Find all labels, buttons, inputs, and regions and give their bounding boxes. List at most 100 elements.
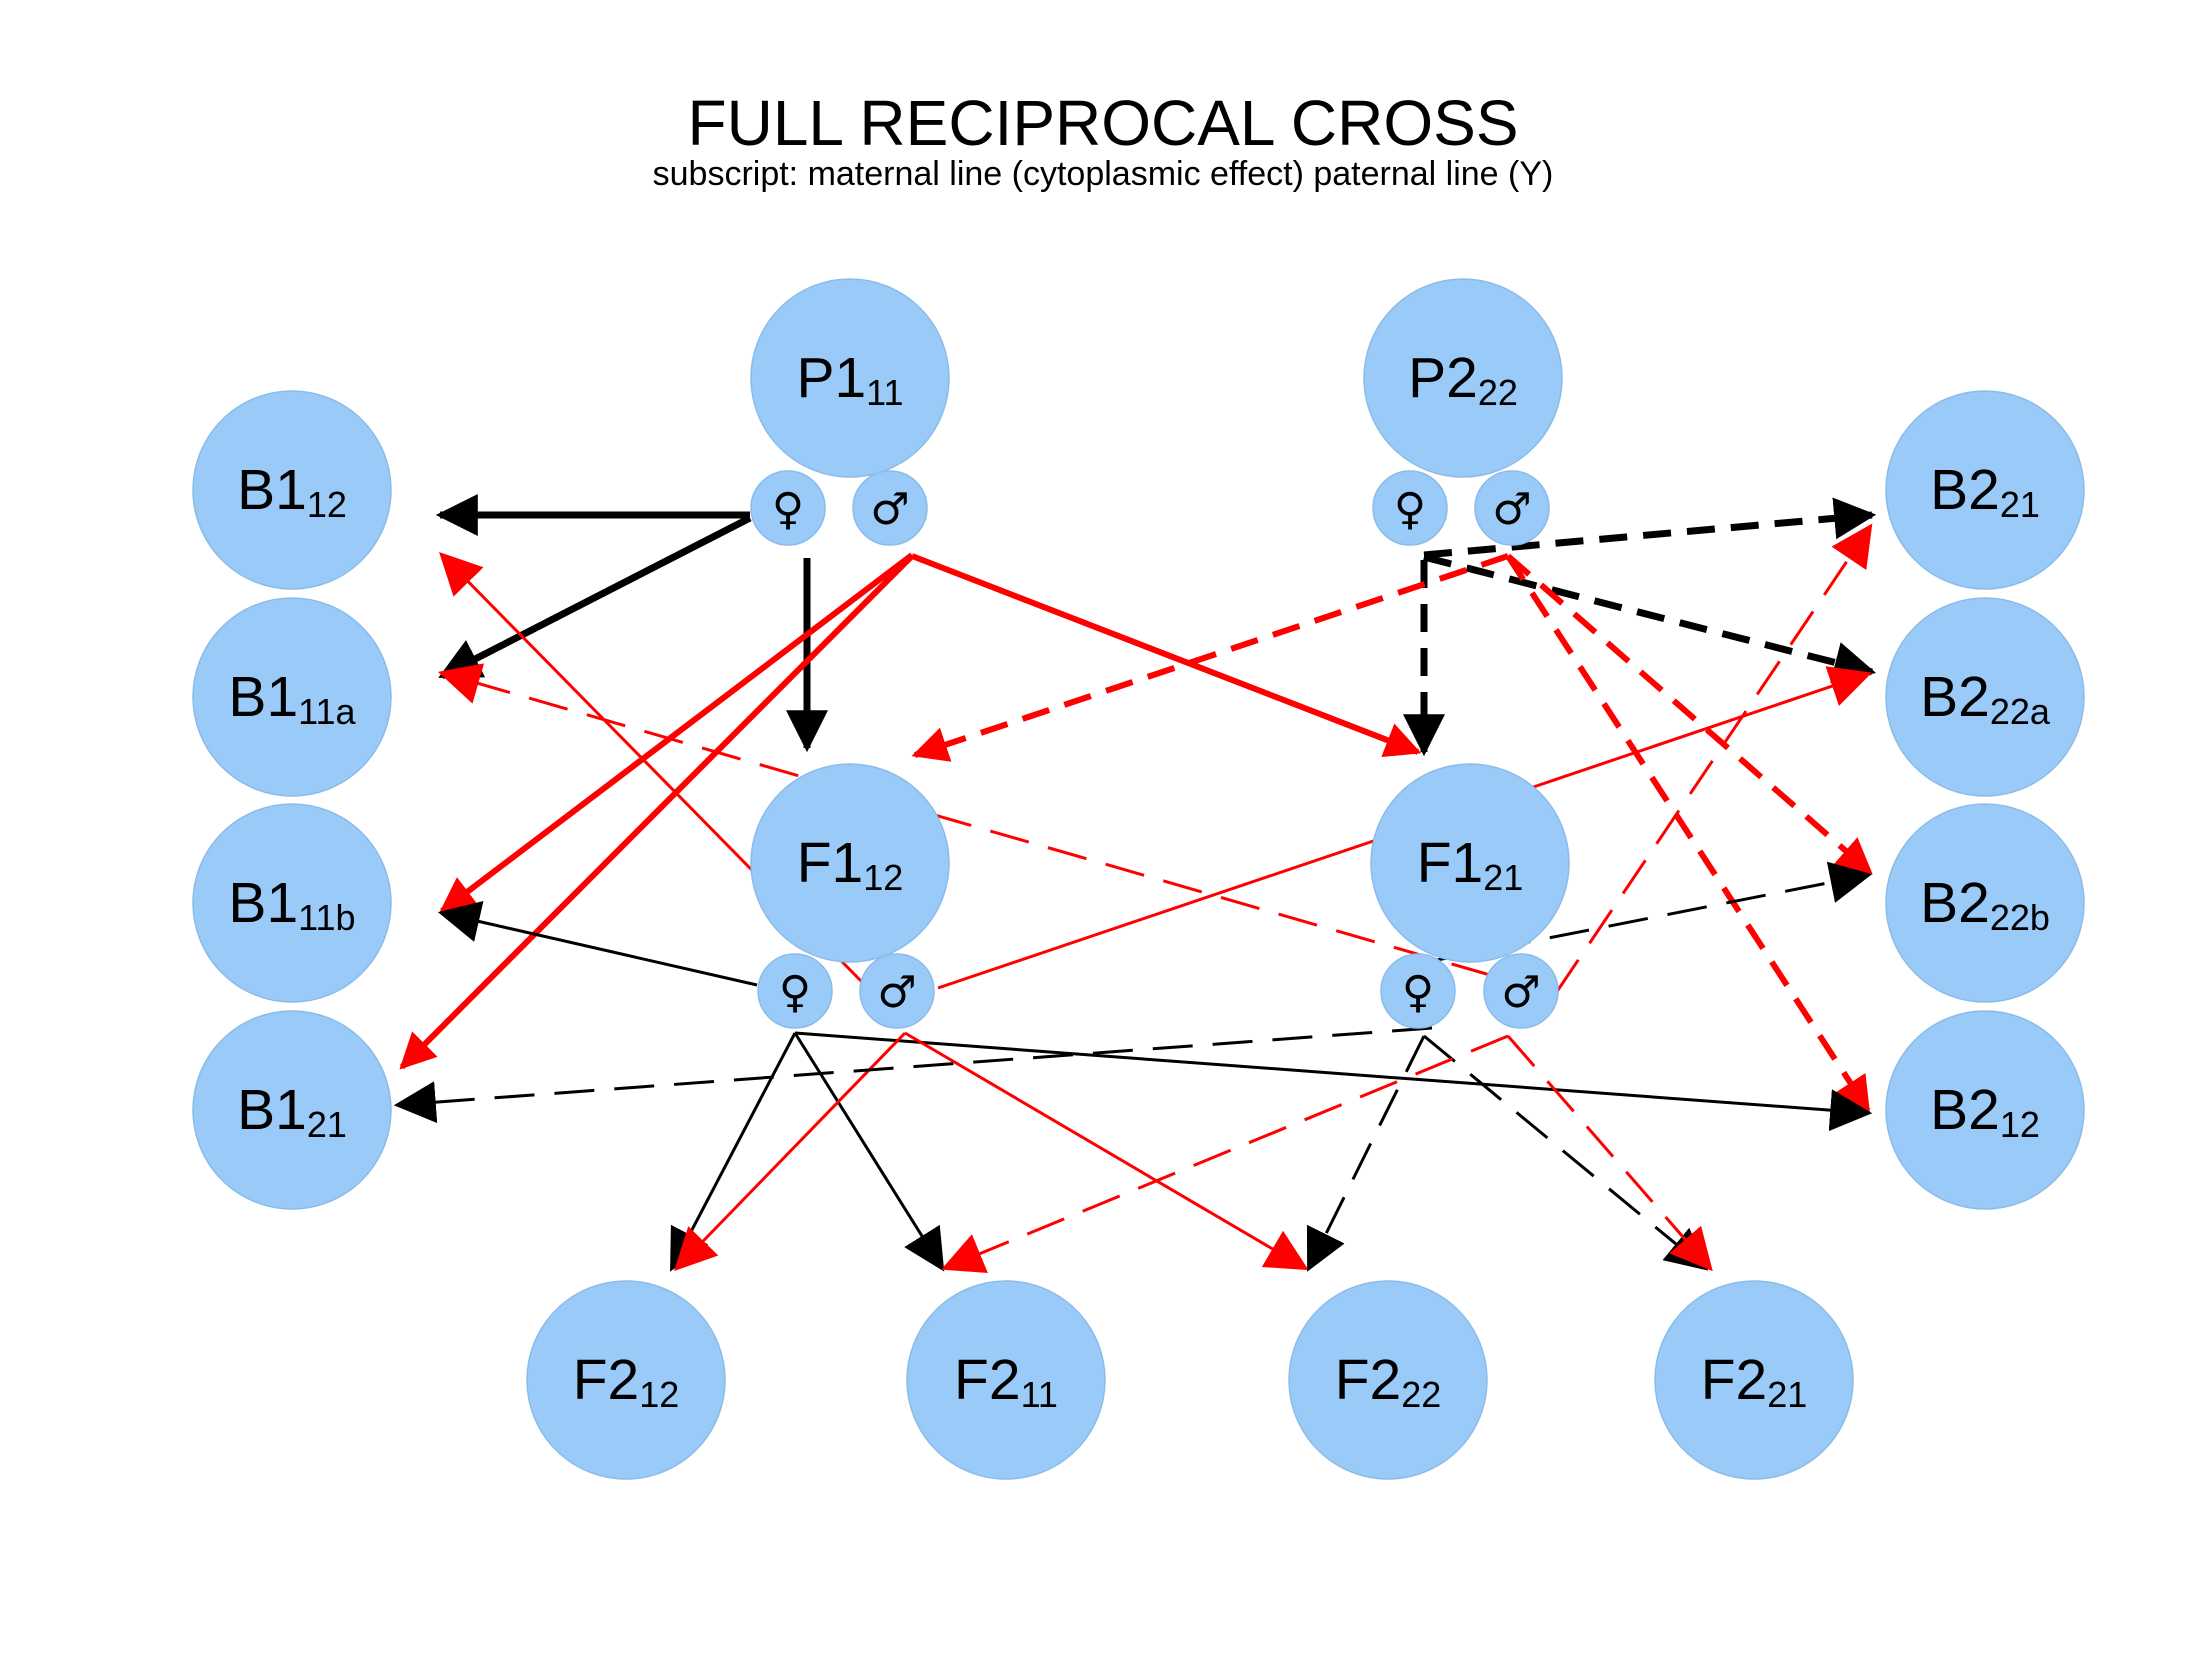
node-b2-21: B221 (1885, 390, 2085, 590)
node-b1-11b-base: B1 (228, 871, 298, 935)
p2-male-bubble: ♂ (1474, 470, 1550, 546)
node-b2-12-sub: 12 (2000, 1104, 2040, 1145)
node-f1-21: F121 (1370, 763, 1570, 963)
node-b1-11a: B111a (192, 597, 392, 797)
f1-12-female-bubble: ♀ (757, 953, 833, 1029)
sex-symbol-nodes: ♀ ♂ ♀ ♂ ♀ ♂ ♀ ♂ (750, 470, 1559, 1029)
node-f1-21-base: F1 (1417, 831, 1484, 895)
arrow-p2-male-to-b2-12 (1505, 554, 1871, 1114)
node-f1-12-base: F1 (797, 831, 864, 895)
f1-21-male-bubble: ♂ (1483, 953, 1559, 1029)
arrow-f1-21-female-to-b1-21 (393, 1026, 1433, 1124)
arrow-p1-male-to-b1-11b (439, 552, 914, 914)
node-p1-base: P1 (796, 346, 866, 410)
arrow-f1-21-male-to-f2-21 (1506, 1035, 1713, 1272)
svg-text:F221: F221 (1701, 1348, 1808, 1415)
node-f2-22-sub: 22 (1401, 1374, 1441, 1415)
node-b1-11b-sub: 11b (298, 897, 355, 938)
arrow-f1-12-male-to-f2-22 (904, 1031, 1309, 1271)
female-symbol-icon: ♀ (779, 967, 811, 1018)
node-b2-22a-base: B2 (1920, 665, 1990, 729)
arrow-f1-12-female-to-b1-11b (437, 900, 758, 987)
arrow-f1-21-female-to-f2-22 (1306, 1035, 1426, 1272)
node-b2-21-base: B2 (1930, 458, 2000, 522)
node-p2: P222 (1363, 278, 1563, 478)
node-f1-21-sub: 21 (1483, 857, 1523, 898)
node-b1-12-base: B1 (237, 458, 307, 522)
node-f2-12-base: F2 (573, 1348, 640, 1412)
svg-text:B111a: B111a (228, 665, 356, 732)
cross-arrows (393, 494, 1877, 1274)
p1-female-bubble: ♀ (750, 470, 826, 546)
node-b1-21-base: B1 (237, 1078, 307, 1142)
svg-text:B112: B112 (237, 458, 347, 525)
node-b1-21: B121 (192, 1010, 392, 1210)
p1-male-bubble: ♂ (852, 470, 928, 546)
arrow-f1-12-female-to-f2-12 (670, 1032, 797, 1272)
female-symbol-icon: ♀ (1402, 967, 1434, 1018)
node-b2-22b: B222b (1885, 803, 2085, 1003)
svg-text:B222b: B222b (1920, 871, 2050, 938)
node-b2-12-base: B2 (1930, 1078, 2000, 1142)
node-f2-22: F222 (1288, 1280, 1488, 1480)
node-f2-21-base: F2 (1701, 1348, 1768, 1412)
arrow-p2-male-to-b2-22b (1506, 553, 1873, 875)
svg-text:B221: B221 (1930, 458, 2040, 525)
arrow-p1-male-to-b1-21 (399, 553, 915, 1070)
arrow-p2-male-to-f1-12 (911, 553, 1509, 762)
svg-text:F212: F212 (573, 1348, 680, 1415)
node-b2-22a: B222a (1885, 597, 2085, 797)
arrow-p2-female-to-b2-22a (1423, 553, 1877, 683)
svg-text:F121: F121 (1417, 831, 1524, 898)
node-f2-12: F212 (526, 1280, 726, 1480)
node-f2-12-sub: 12 (639, 1374, 679, 1415)
generation-nodes: P111 P222 F112 F121 B112 B111a B111b (192, 278, 2085, 1480)
node-p1-sub: 11 (866, 372, 903, 413)
arrow-f1-21-male-to-f2-11 (941, 1034, 1509, 1274)
svg-text:B121: B121 (237, 1078, 347, 1145)
node-b1-12-sub: 12 (307, 484, 347, 525)
node-b1-21-sub: 21 (307, 1104, 347, 1145)
node-p2-base: P2 (1408, 346, 1478, 410)
svg-text:B222a: B222a (1920, 665, 2051, 732)
node-b2-21-sub: 21 (2000, 484, 2040, 525)
node-f2-21-sub: 21 (1767, 1374, 1807, 1415)
node-f2-22-base: F2 (1335, 1348, 1402, 1412)
node-f1-12: F112 (750, 763, 950, 963)
arrow-p1-male-to-f1-21 (910, 553, 1422, 758)
node-b2-22b-sub: 22b (1990, 897, 2050, 938)
f1-12-male-bubble: ♂ (859, 953, 935, 1029)
svg-text:F112: F112 (797, 831, 904, 898)
svg-text:F211: F211 (954, 1348, 1058, 1415)
arrow-f1-21-male-to-b2-21 (1554, 523, 1873, 994)
node-f2-11: F211 (906, 1280, 1106, 1480)
node-p2-sub: 22 (1478, 372, 1518, 413)
male-symbol-icon: ♂ (870, 484, 909, 535)
node-f2-11-sub: 11 (1021, 1374, 1058, 1415)
male-symbol-icon: ♂ (1501, 967, 1540, 1018)
node-f1-12-sub: 12 (863, 857, 903, 898)
diagram-title: FULL RECIPROCAL CROSS (688, 87, 1519, 159)
female-symbol-icon: ♀ (772, 484, 804, 535)
node-b1-12: B112 (192, 390, 392, 590)
node-b1-11a-sub: 11a (298, 691, 356, 732)
svg-text:B212: B212 (1930, 1078, 2040, 1145)
arrow-f1-12-female-to-f2-11 (793, 1032, 945, 1272)
node-f2-21: F221 (1654, 1280, 1854, 1480)
svg-text:F222: F222 (1335, 1348, 1442, 1415)
node-b2-12: B212 (1885, 1010, 2085, 1210)
node-b1-11a-base: B1 (228, 665, 298, 729)
arrow-p1-female-to-b1-11a (438, 514, 752, 680)
male-symbol-icon: ♂ (1492, 484, 1531, 535)
f1-21-female-bubble: ♀ (1380, 953, 1456, 1029)
arrow-f1-21-female-to-f2-21 (1423, 1034, 1709, 1271)
node-b1-11b: B111b (192, 803, 392, 1003)
svg-text:B111b: B111b (228, 871, 355, 938)
female-symbol-icon: ♀ (1394, 484, 1426, 535)
node-b2-22b-base: B2 (1920, 871, 1990, 935)
p2-female-bubble: ♀ (1372, 470, 1448, 546)
svg-text:P111: P111 (796, 346, 903, 413)
diagram-subtitle: subscript: maternal line (cytoplasmic ef… (653, 155, 1554, 193)
svg-text:P222: P222 (1408, 346, 1518, 413)
